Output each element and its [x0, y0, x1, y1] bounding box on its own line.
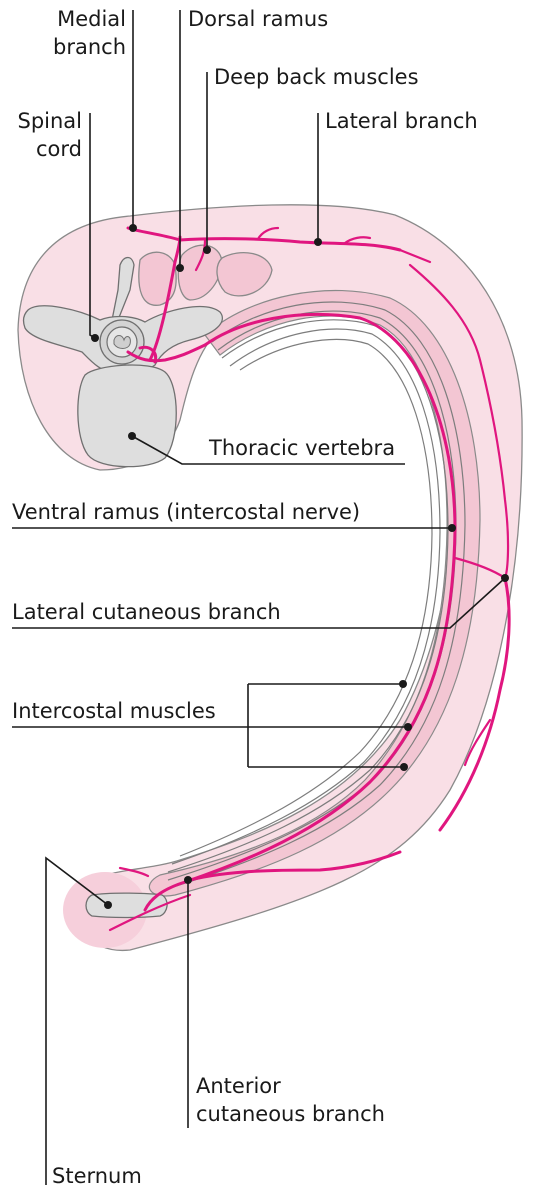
label-dorsal-ramus: Dorsal ramus: [188, 7, 328, 31]
label-lateral-cutaneous-branch: Lateral cutaneous branch: [12, 600, 281, 624]
label-deep-back-muscles: Deep back muscles: [214, 65, 419, 89]
label-anterior-cutaneous-2: cutaneous branch: [196, 1102, 385, 1126]
label-medial-branch-2: branch: [53, 35, 126, 59]
labels: Medial branch Dorsal ramus Deep back mus…: [12, 7, 478, 1188]
label-thoracic-vertebra: Thoracic vertebra: [208, 436, 395, 460]
label-intercostal-muscles: Intercostal muscles: [12, 699, 216, 723]
label-ventral-ramus: Ventral ramus (intercostal nerve): [12, 500, 360, 524]
leader-lines: [12, 10, 509, 1185]
label-lateral-branch: Lateral branch: [325, 109, 478, 133]
label-anterior-cutaneous-1: Anterior: [196, 1074, 281, 1098]
label-spinal-cord-2: cord: [36, 137, 82, 161]
label-sternum: Sternum: [52, 1164, 142, 1188]
label-spinal-cord-1: Spinal: [17, 109, 82, 133]
label-medial-branch-1: Medial: [57, 7, 126, 31]
